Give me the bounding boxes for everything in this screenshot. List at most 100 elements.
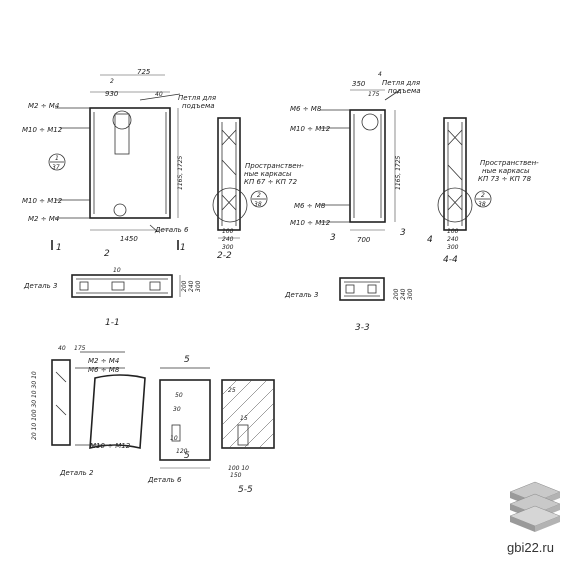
callout-2-top: 2 bbox=[257, 192, 261, 199]
frame-label-2b: ные каркасы bbox=[482, 167, 530, 175]
d-30: 30 bbox=[173, 406, 181, 413]
loop-label-1b: подъема bbox=[182, 102, 215, 110]
rebar-m10-m12: M10 ÷ M12 bbox=[22, 126, 63, 134]
dim-725: 725 bbox=[137, 68, 151, 76]
frame-label-1: Пространствен- bbox=[245, 162, 304, 170]
d200: 200 bbox=[181, 280, 188, 292]
section-2-2: Пространствен- ные каркасы КП 67 ÷ КП 72… bbox=[212, 117, 304, 261]
d-120: 120 bbox=[176, 448, 188, 455]
section-4-4-title: 4-4 bbox=[443, 255, 458, 265]
rebar-m6-m8c: M6 ÷ M8 bbox=[88, 366, 120, 374]
rebar-m10-m12c: M10 ÷ M12 bbox=[290, 125, 331, 133]
section-mark-5b: 5 bbox=[184, 451, 190, 461]
section-3-3: Деталь 3 200 240 300 3-3 bbox=[284, 277, 414, 333]
d-100-10: 100 10 bbox=[228, 465, 249, 472]
d300b: 300 bbox=[195, 280, 202, 292]
height-2: 1165, 1725 bbox=[395, 155, 402, 190]
dim-175: 175 bbox=[368, 91, 380, 98]
frame-label-1c: КП 67 ÷ КП 72 bbox=[244, 178, 298, 186]
detail-6-label: Деталь 6 bbox=[154, 226, 189, 234]
detail-3b-label: Деталь 3 bbox=[284, 291, 318, 299]
d-left: 20 10 100 30 10 30 10 bbox=[31, 371, 38, 440]
watermark: gbi22.ru bbox=[507, 481, 561, 555]
detail-6b-label: Деталь 6 bbox=[147, 476, 182, 484]
detail-circle-2 bbox=[212, 187, 248, 223]
section-3-3-title: 3-3 bbox=[355, 323, 370, 333]
section-mark-4: 4 bbox=[427, 235, 433, 245]
d240b: 240 bbox=[188, 280, 195, 292]
d240d: 240 bbox=[400, 288, 407, 300]
d300d: 300 bbox=[407, 288, 414, 300]
d-25: 25 bbox=[228, 387, 236, 394]
height-1: 1165, 1725 bbox=[177, 155, 184, 190]
rebar-m10-m12b: M10 ÷ M12 bbox=[22, 197, 63, 205]
dim-40-top: 40 bbox=[155, 91, 163, 98]
loop-label-1: Петля для bbox=[178, 94, 216, 102]
detail-2: 40 175 M2 ÷ M4 M6 ÷ M8 M10 ÷ M12 20 10 1… bbox=[31, 345, 146, 477]
section-1-1-title: 1-1 bbox=[105, 318, 120, 328]
dim-350: 350 bbox=[352, 80, 366, 88]
rebar-m6-m8b: M6 ÷ M8 bbox=[294, 202, 326, 210]
section-5-5: 15 25 100 10 150 5-5 bbox=[221, 379, 275, 495]
section-5-5-title: 5-5 bbox=[238, 485, 253, 495]
watermark-text: gbi22.ru bbox=[507, 540, 554, 555]
view-front-1: 725 2 930 40 Петля для подъема M2 ÷ M4 M… bbox=[22, 68, 216, 259]
rebar-m6-m8: M6 ÷ M8 bbox=[290, 105, 322, 113]
d100: 100 bbox=[222, 228, 234, 235]
d-15: 15 bbox=[240, 415, 248, 422]
callout-1-bottom: 37 bbox=[52, 164, 60, 171]
detail-6: 5 5 50 30 10 120 Деталь 6 bbox=[147, 355, 211, 484]
loop-label-2b: подъема bbox=[388, 87, 421, 95]
stack-logo-icon bbox=[509, 481, 561, 532]
d-50: 50 bbox=[175, 392, 183, 399]
callout-circle-3 bbox=[474, 190, 492, 208]
d-10: 10 bbox=[170, 435, 178, 442]
section-mark-1: 1 bbox=[56, 243, 62, 253]
section-mark-3: 3 bbox=[330, 233, 336, 243]
section-2-2-title: 2-2 bbox=[217, 251, 232, 261]
dim-2: 2 bbox=[110, 78, 114, 85]
detail-circle-4 bbox=[437, 187, 473, 223]
rebar-m2-m4c: M2 ÷ M4 bbox=[88, 357, 119, 365]
callout-2-bottom: 38 bbox=[254, 201, 262, 208]
dim-700: 700 bbox=[357, 236, 371, 244]
frame-label-2c: КП 73 ÷ КП 78 bbox=[478, 175, 532, 183]
lifting-loop-1 bbox=[112, 110, 132, 130]
loop-label-2: Петля для bbox=[382, 79, 420, 87]
panel-outline-1 bbox=[89, 107, 171, 219]
view-front-3: 4 350 175 Петля для подъема M6 ÷ M8 M10 … bbox=[290, 71, 421, 244]
d-150: 150 bbox=[230, 472, 242, 479]
detail-2-label: Деталь 2 bbox=[59, 469, 94, 477]
section-mark-2: 2 bbox=[104, 249, 110, 259]
width-1450: 1450 bbox=[120, 235, 138, 243]
d240: 240 bbox=[222, 236, 234, 243]
dim-930: 930 bbox=[105, 90, 119, 98]
callout-1-top: 1 bbox=[55, 155, 59, 162]
section-mark-5: 5 bbox=[184, 355, 190, 365]
callout-circle-2 bbox=[250, 190, 268, 208]
d300c: 300 bbox=[447, 244, 459, 251]
dim-4: 4 bbox=[378, 71, 382, 78]
rebar-m2-m4b: M2 ÷ M4 bbox=[28, 215, 59, 223]
section-mark-3b: 3 bbox=[400, 228, 406, 238]
callout-3-top: 2 bbox=[481, 192, 485, 199]
detail-3-label: Деталь 3 bbox=[23, 282, 57, 290]
section-1-1: Деталь 3 10 200 240 300 1-1 bbox=[23, 267, 202, 328]
rebar-m10-m12d: M10 ÷ M12 bbox=[290, 219, 331, 227]
rebar-m2-m4: M2 ÷ M4 bbox=[28, 102, 59, 110]
d-175: 175 bbox=[74, 345, 86, 352]
lifting-loop-2 bbox=[361, 113, 379, 131]
section-mark-1b: 1 bbox=[180, 243, 186, 253]
callout-3-bottom: 38 bbox=[478, 201, 486, 208]
section-4-4: Пространствен- ные каркасы КП 73 ÷ КП 78… bbox=[427, 117, 539, 265]
frame-label-1b: ные каркасы bbox=[244, 170, 292, 178]
callout-circle-1 bbox=[48, 153, 66, 171]
d200c: 200 bbox=[393, 288, 400, 300]
d10: 10 bbox=[113, 267, 121, 274]
frame-label-2: Пространствен- bbox=[480, 159, 539, 167]
d240c: 240 bbox=[447, 236, 459, 243]
d-40: 40 bbox=[58, 345, 66, 352]
d100c: 100 bbox=[447, 228, 459, 235]
